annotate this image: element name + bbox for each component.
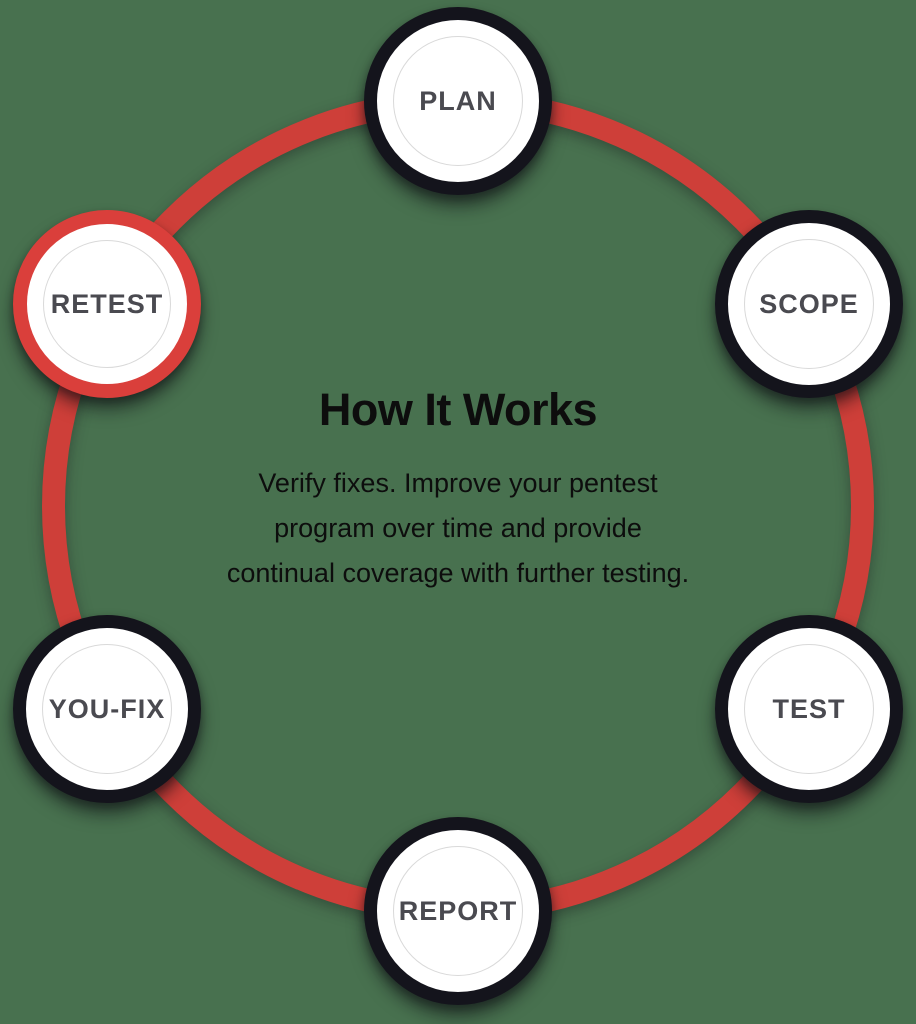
step-label: REPORT bbox=[398, 895, 518, 926]
step-node-plan: PLAN bbox=[364, 7, 552, 195]
step-node-retest-highlighted: RETEST bbox=[13, 210, 201, 398]
description-line: Verify fixes. Improve your pentest bbox=[258, 468, 658, 498]
description-line: continual coverage with further testing. bbox=[226, 558, 690, 588]
step-node-scope: SCOPE bbox=[715, 210, 903, 398]
step-label: SCOPE bbox=[759, 288, 859, 319]
diagram-title: How It Works bbox=[318, 384, 598, 435]
step-label: RETEST bbox=[50, 288, 164, 319]
step-label: YOU-FIX bbox=[48, 693, 166, 724]
step-label: PLAN bbox=[419, 85, 497, 116]
step-node-report: REPORT bbox=[364, 817, 552, 1005]
step-node-you-fix: YOU-FIX bbox=[13, 615, 201, 803]
step-label: TEST bbox=[772, 693, 846, 724]
diagram-description: Verify fixes. Improve your pentest progr… bbox=[128, 461, 788, 596]
step-node-test: TEST bbox=[715, 615, 903, 803]
center-text-block: How It Works Verify fixes. Improve your … bbox=[128, 385, 788, 596]
description-line: program over time and provide bbox=[274, 513, 642, 543]
